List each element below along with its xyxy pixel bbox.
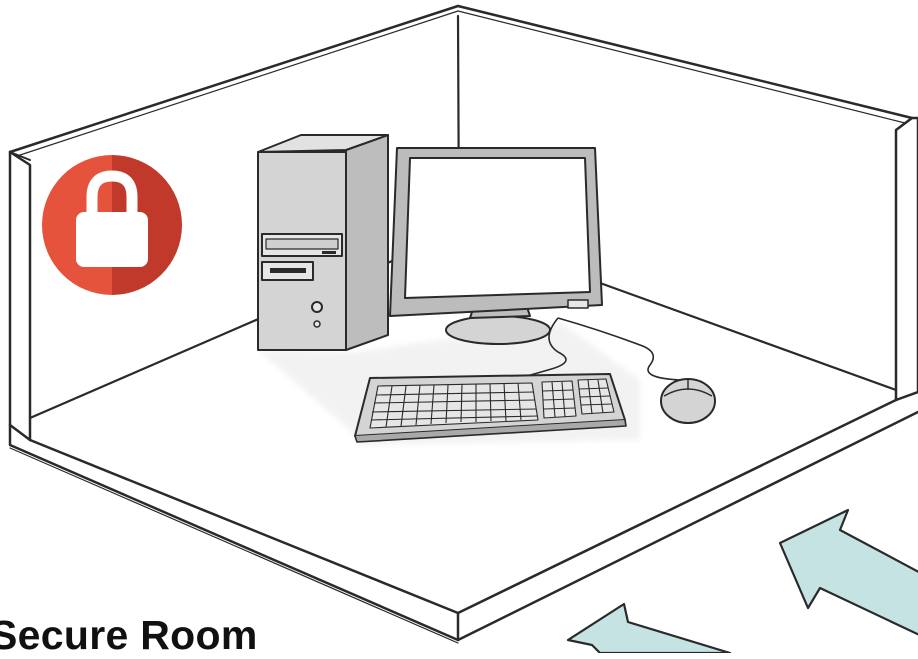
computer-tower [258, 135, 388, 350]
room-floor-slab-outer [10, 412, 918, 640]
arrow-lower [568, 604, 730, 653]
caption-secure-room: Secure Room [0, 612, 258, 659]
tower-reset-button [314, 321, 320, 327]
monitor-screen [405, 158, 590, 298]
lock-icon [40, 150, 187, 300]
mouse [661, 379, 715, 423]
room-back-wall-right-edge [458, 6, 912, 118]
room-back-wall-left-edge [10, 6, 458, 152]
arrow-icon [568, 510, 918, 653]
monitor-power-led [568, 300, 588, 308]
computer-monitor [390, 148, 602, 344]
tower-power-button [312, 302, 322, 312]
tower-side [346, 135, 388, 350]
monitor-stand-base [446, 316, 550, 344]
room-left-wall [10, 152, 30, 440]
arrow-upper [780, 510, 918, 640]
room-right-wall [896, 118, 918, 400]
lock-body [76, 212, 148, 267]
